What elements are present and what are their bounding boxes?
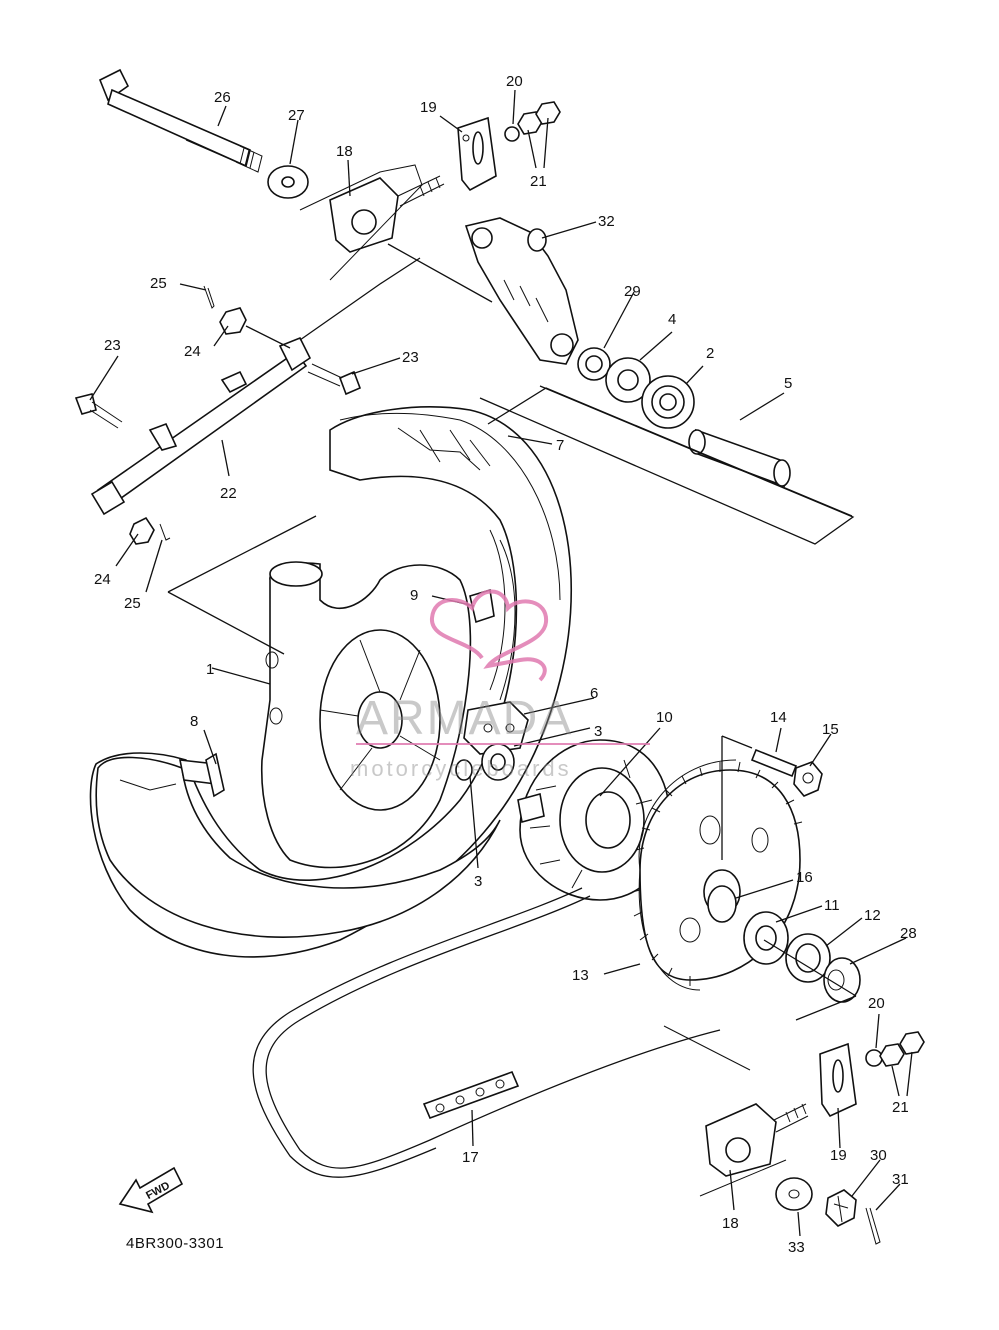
stud-bolt-14: [750, 748, 798, 778]
cotter-pin-31: [865, 1207, 881, 1245]
torque-guide-line: [245, 257, 421, 349]
callout-21a: 21: [530, 173, 547, 190]
torque-nut-top: [219, 307, 247, 335]
rear-tire: [89, 406, 573, 958]
castle-nut-30: [825, 1189, 857, 1227]
leader-lines: [89, 89, 913, 1237]
washer-nut-top: [504, 101, 561, 142]
callout-24a: 24: [184, 343, 201, 360]
armada-heart-logo: [430, 589, 549, 682]
oil-seal-12: [785, 933, 831, 983]
callout-25a: 25: [150, 275, 167, 292]
callout-26: 26: [214, 89, 231, 106]
callout-4: 4: [668, 311, 676, 328]
callout-29: 29: [624, 283, 641, 300]
callout-21b: 21: [892, 1099, 909, 1116]
callout-9: 9: [410, 587, 418, 604]
callout-24b: 24: [94, 571, 111, 588]
callout-27: 27: [288, 107, 305, 124]
callout-19b: 19: [830, 1147, 847, 1164]
torque-rod: [90, 336, 312, 516]
axle-spacer-5: [688, 428, 791, 488]
caliper-bracket: [464, 217, 579, 365]
callout-6: 6: [590, 685, 598, 702]
sprocket-nut-15: [793, 761, 823, 797]
callout-14: 14: [770, 709, 787, 726]
callout-13: 13: [572, 967, 589, 984]
oil-seal: [605, 357, 651, 403]
callout-1: 1: [206, 661, 214, 678]
callout-3b: 3: [474, 873, 482, 890]
bearing-3: [455, 743, 515, 781]
callout-23b: 23: [402, 349, 419, 366]
washer-33: [775, 1177, 813, 1211]
callout-11: 11: [824, 897, 840, 914]
adjuster-plate-top: [457, 116, 497, 192]
torque-rod-bolt-left: [74, 393, 123, 429]
sprocket-hub-10: [517, 739, 671, 901]
axle-bolt: [98, 68, 263, 173]
callout-3a: 3: [594, 723, 602, 740]
callout-15: 15: [822, 721, 839, 738]
callout-32: 32: [598, 213, 615, 230]
callout-20a: 20: [506, 73, 523, 90]
forward-arrow-badge: FWD: [118, 1166, 184, 1214]
callout-10: 10: [656, 709, 673, 726]
chain-adjuster-bottom: [663, 1025, 809, 1197]
callout-25b: 25: [124, 595, 141, 612]
chain-adjuster-top: [299, 164, 445, 281]
axle-washer: [267, 165, 309, 199]
damper-plate-6: [463, 701, 529, 755]
bearing-11: [743, 911, 789, 965]
callout-12: 12: [864, 907, 881, 924]
watermark-brand: ARMADA: [356, 692, 573, 745]
callout-31: 31: [892, 1171, 909, 1188]
washer-nut-bottom: [865, 1031, 925, 1067]
callout-28: 28: [900, 925, 917, 942]
armada-watermark: ARMADA motorcycleboards: [350, 589, 650, 781]
watermark-tagline: motorcycleboards: [350, 756, 572, 781]
callout-18a: 18: [336, 143, 353, 160]
cotter-pins: [159, 285, 215, 541]
callout-18b: 18: [722, 1215, 739, 1232]
wheel-hub-rim: [260, 561, 472, 869]
callout-5: 5: [784, 375, 792, 392]
callout-7: 7: [556, 437, 564, 454]
callout-labels: 1 2 3 3 4 5 6 7 8 9 10 11 12 13 14 15 16…: [94, 73, 917, 1256]
callout-17: 17: [462, 1149, 479, 1166]
callout-33: 33: [788, 1239, 805, 1256]
sprocket-guide-line: [721, 735, 857, 1021]
callout-23a: 23: [104, 337, 121, 354]
wheel-guide-line: [167, 387, 853, 655]
adjuster-plate-bottom: [819, 1042, 857, 1118]
callout-20b: 20: [868, 995, 885, 1012]
callout-22: 22: [220, 485, 237, 502]
drawing-code: 4BR300-3301: [126, 1235, 224, 1252]
callout-2: 2: [706, 345, 714, 362]
collar-spacer: [577, 347, 611, 381]
bearing-2: [641, 375, 695, 429]
callout-30: 30: [870, 1147, 887, 1164]
torque-rod-bolt-right: [307, 363, 362, 396]
drive-chain: [252, 887, 721, 1178]
callout-19a: 19: [420, 99, 437, 116]
callout-8: 8: [190, 713, 198, 730]
callout-16: 16: [796, 869, 813, 886]
sprocket-collar-16: [707, 885, 737, 923]
